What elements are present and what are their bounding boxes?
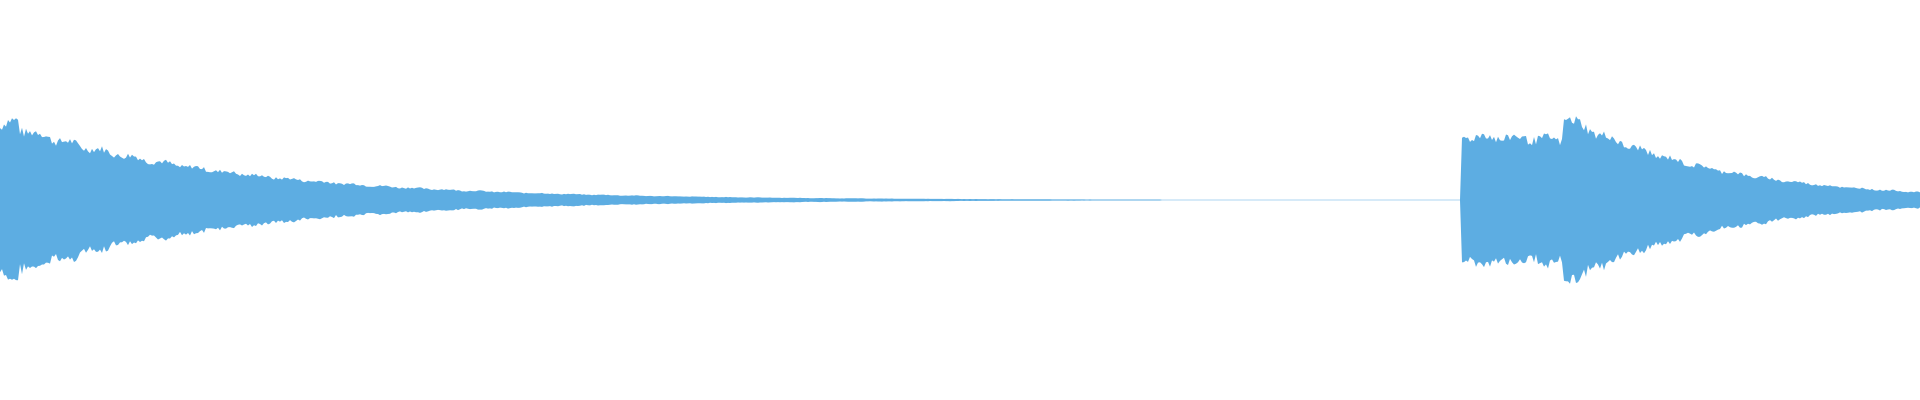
waveform-shape: [0, 116, 1920, 284]
